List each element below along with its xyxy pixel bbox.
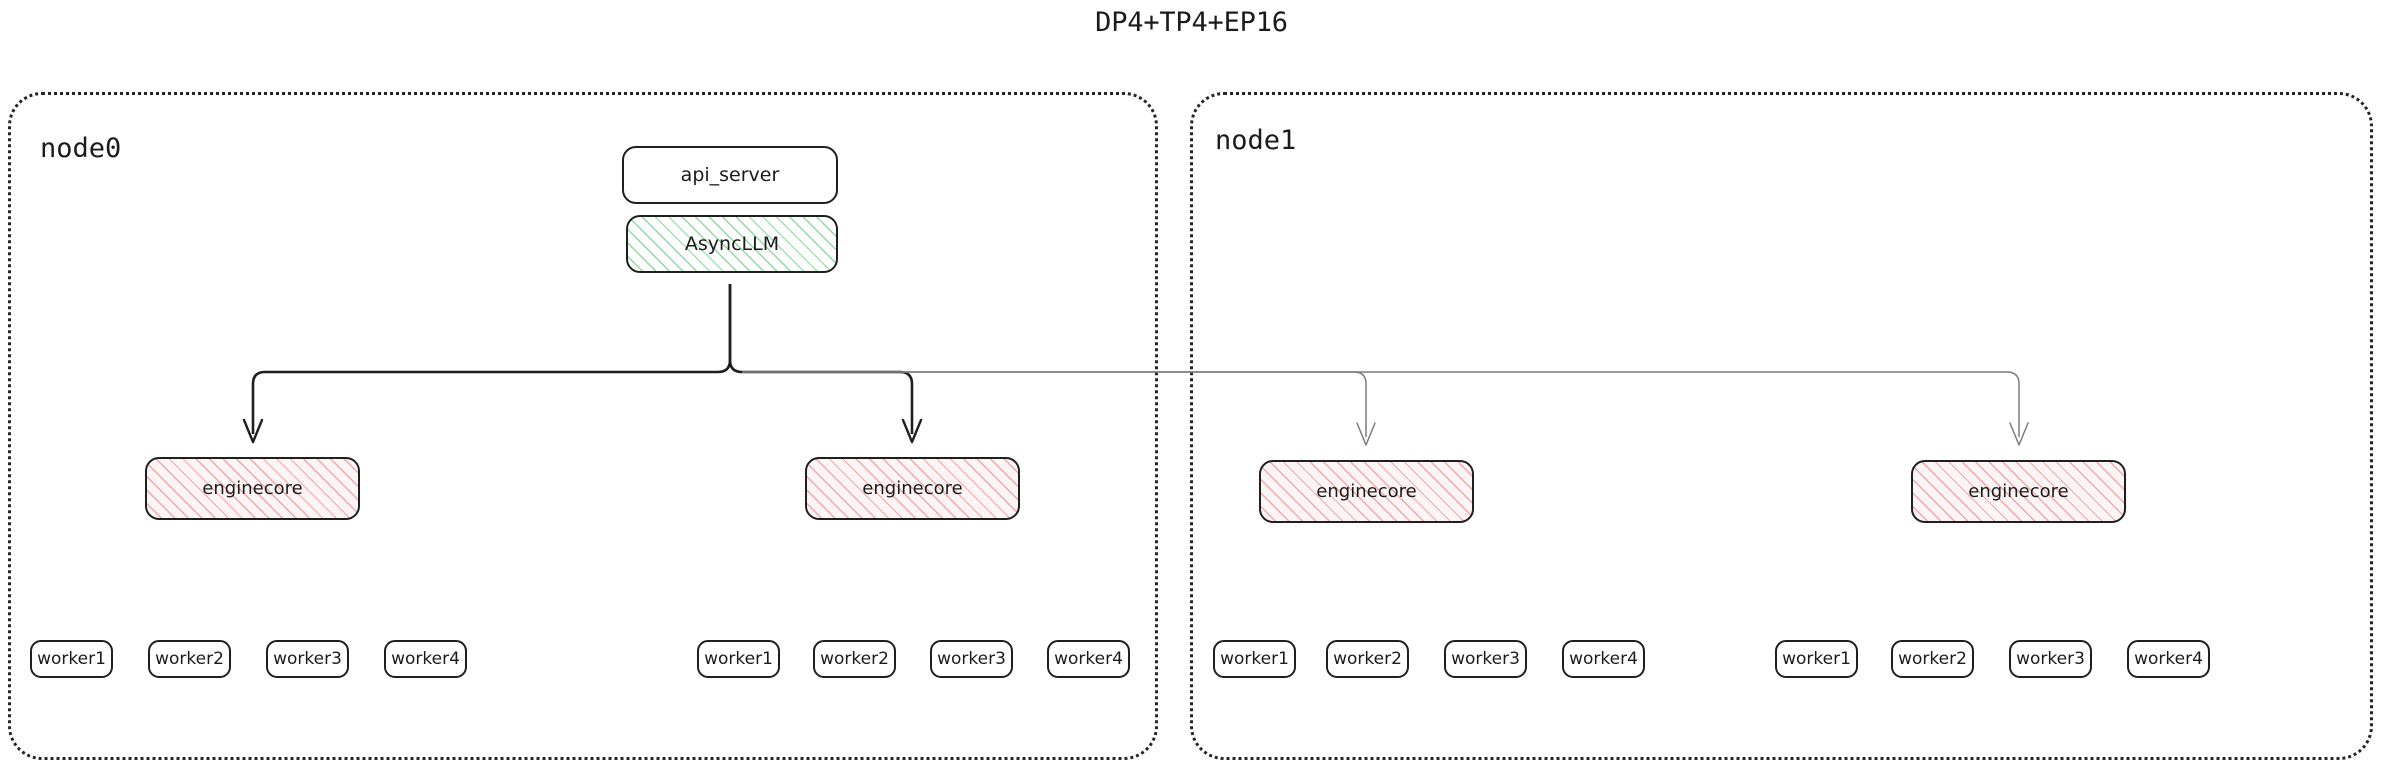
block-api-server-label: api_server (680, 164, 780, 186)
block-worker[interactable]: worker4 (384, 640, 467, 678)
block-worker[interactable]: worker4 (2127, 640, 2210, 678)
block-api-server[interactable]: api_server (622, 146, 838, 204)
block-worker-label: worker1 (1782, 649, 1851, 669)
block-worker[interactable]: worker4 (1562, 640, 1645, 678)
block-async-llm-label: AsyncLLM (684, 233, 780, 255)
block-worker-label: worker2 (1333, 649, 1402, 669)
block-worker[interactable]: worker3 (1444, 640, 1527, 678)
block-worker[interactable]: worker1 (697, 640, 780, 678)
block-worker-label: worker1 (704, 649, 773, 669)
node-label-node0: node0 (40, 133, 122, 164)
block-worker-label: worker4 (1054, 649, 1123, 669)
block-worker-label: worker2 (155, 649, 224, 669)
block-worker[interactable]: worker1 (1775, 640, 1858, 678)
block-worker[interactable]: worker2 (1326, 640, 1409, 678)
block-worker[interactable]: worker4 (1047, 640, 1130, 678)
block-worker-label: worker2 (820, 649, 889, 669)
block-enginecore-label: enginecore (862, 478, 963, 499)
block-worker[interactable]: worker3 (266, 640, 349, 678)
page-title: DP4+TP4+EP16 (1095, 7, 1288, 38)
block-worker-label: worker3 (937, 649, 1006, 669)
block-enginecore-node1-0[interactable]: enginecore (1259, 460, 1474, 523)
block-enginecore-node0-1[interactable]: enginecore (805, 457, 1020, 520)
block-worker-label: worker4 (391, 649, 460, 669)
block-enginecore-node0-0[interactable]: enginecore (145, 457, 360, 520)
block-worker-label: worker3 (2016, 649, 2085, 669)
block-worker-label: worker4 (2134, 649, 2203, 669)
block-worker[interactable]: worker2 (813, 640, 896, 678)
block-worker-label: worker3 (1451, 649, 1520, 669)
block-worker[interactable]: worker3 (2009, 640, 2092, 678)
block-worker[interactable]: worker1 (30, 640, 113, 678)
block-worker-label: worker2 (1898, 649, 1967, 669)
block-worker[interactable]: worker3 (930, 640, 1013, 678)
block-worker[interactable]: worker2 (148, 640, 231, 678)
block-async-llm[interactable]: AsyncLLM (626, 215, 838, 273)
block-enginecore-node1-1[interactable]: enginecore (1911, 460, 2126, 523)
block-worker[interactable]: worker2 (1891, 640, 1974, 678)
block-enginecore-label: enginecore (202, 478, 303, 499)
block-enginecore-label: enginecore (1968, 481, 2069, 502)
block-worker[interactable]: worker1 (1213, 640, 1296, 678)
block-worker-label: worker1 (1220, 649, 1289, 669)
node-label-node1: node1 (1215, 125, 1297, 156)
block-enginecore-label: enginecore (1316, 481, 1417, 502)
block-worker-label: worker3 (273, 649, 342, 669)
block-worker-label: worker1 (37, 649, 106, 669)
block-worker-label: worker4 (1569, 649, 1638, 669)
